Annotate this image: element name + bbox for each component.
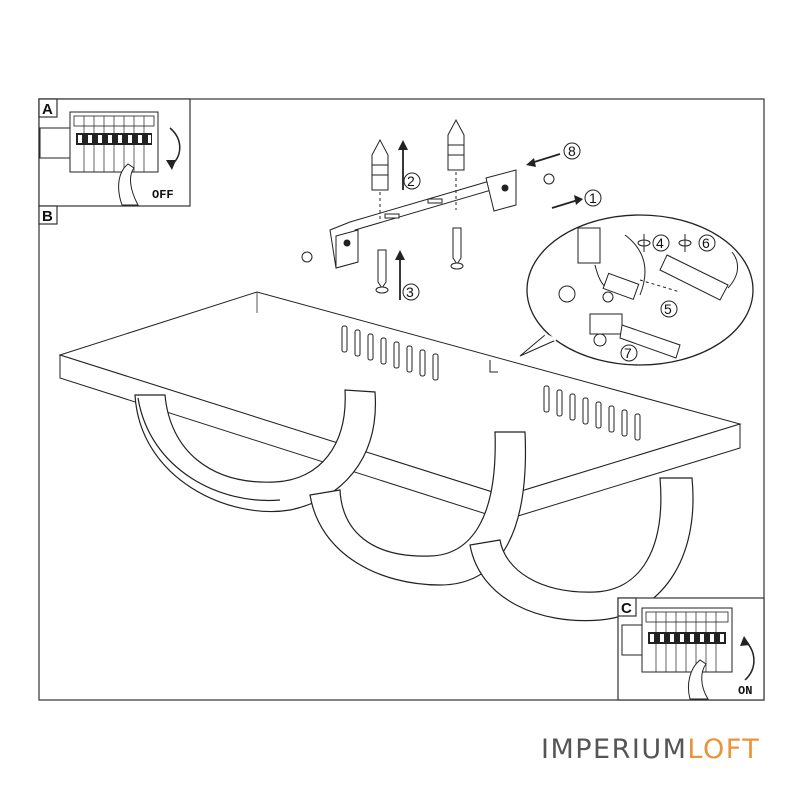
circuit-breaker-icon <box>39 111 159 173</box>
wall-plug-icon <box>371 118 465 191</box>
panel-b-label-box <box>38 205 58 225</box>
step-2-label: 2 <box>407 173 415 189</box>
step-1-label: 1 <box>589 190 597 206</box>
hand-finger-icon <box>687 659 709 700</box>
panel-b-label: B <box>42 208 53 225</box>
arrow-right-icon <box>551 199 579 209</box>
diagram-frame <box>38 98 765 701</box>
ceiling-light-fixture <box>58 291 742 521</box>
watermark-part-2: LOFT <box>687 734 761 765</box>
off-label: OFF <box>152 188 174 202</box>
connector-icon <box>589 313 623 335</box>
step-4-label: 4 <box>656 235 664 251</box>
circuit-breaker-icon <box>621 607 733 673</box>
watermark-part-1: IMPERIUM <box>541 734 688 765</box>
panel-c-label-box <box>617 597 637 617</box>
step-3-label: 3 <box>406 284 414 300</box>
light-arc <box>134 389 376 513</box>
arrow-left-icon <box>530 153 561 164</box>
panel-a: A OFF <box>38 98 191 207</box>
step-5-label: 5 <box>664 301 672 317</box>
panel-c-label: C <box>621 600 632 617</box>
panel-a-label: A <box>42 101 53 118</box>
step-6-label: 6 <box>702 235 710 251</box>
light-arc <box>469 477 694 622</box>
step-7-label: 7 <box>624 345 632 361</box>
mounting-bracket <box>329 169 517 269</box>
step-8-label: 8 <box>568 143 576 159</box>
terminal-block-icon <box>577 227 601 264</box>
panel-c: C ON <box>617 597 765 701</box>
screw-icon <box>301 227 464 294</box>
imperiumloft-watermark: IMPERIUMLOFT <box>541 734 760 765</box>
vent-slots <box>341 325 641 441</box>
panel-a-label-box <box>38 98 58 118</box>
wiring-detail: 4 6 5 7 <box>519 214 754 366</box>
on-label: ON <box>738 684 752 698</box>
nut-icon <box>543 173 555 185</box>
hand-finger-icon <box>118 163 139 206</box>
